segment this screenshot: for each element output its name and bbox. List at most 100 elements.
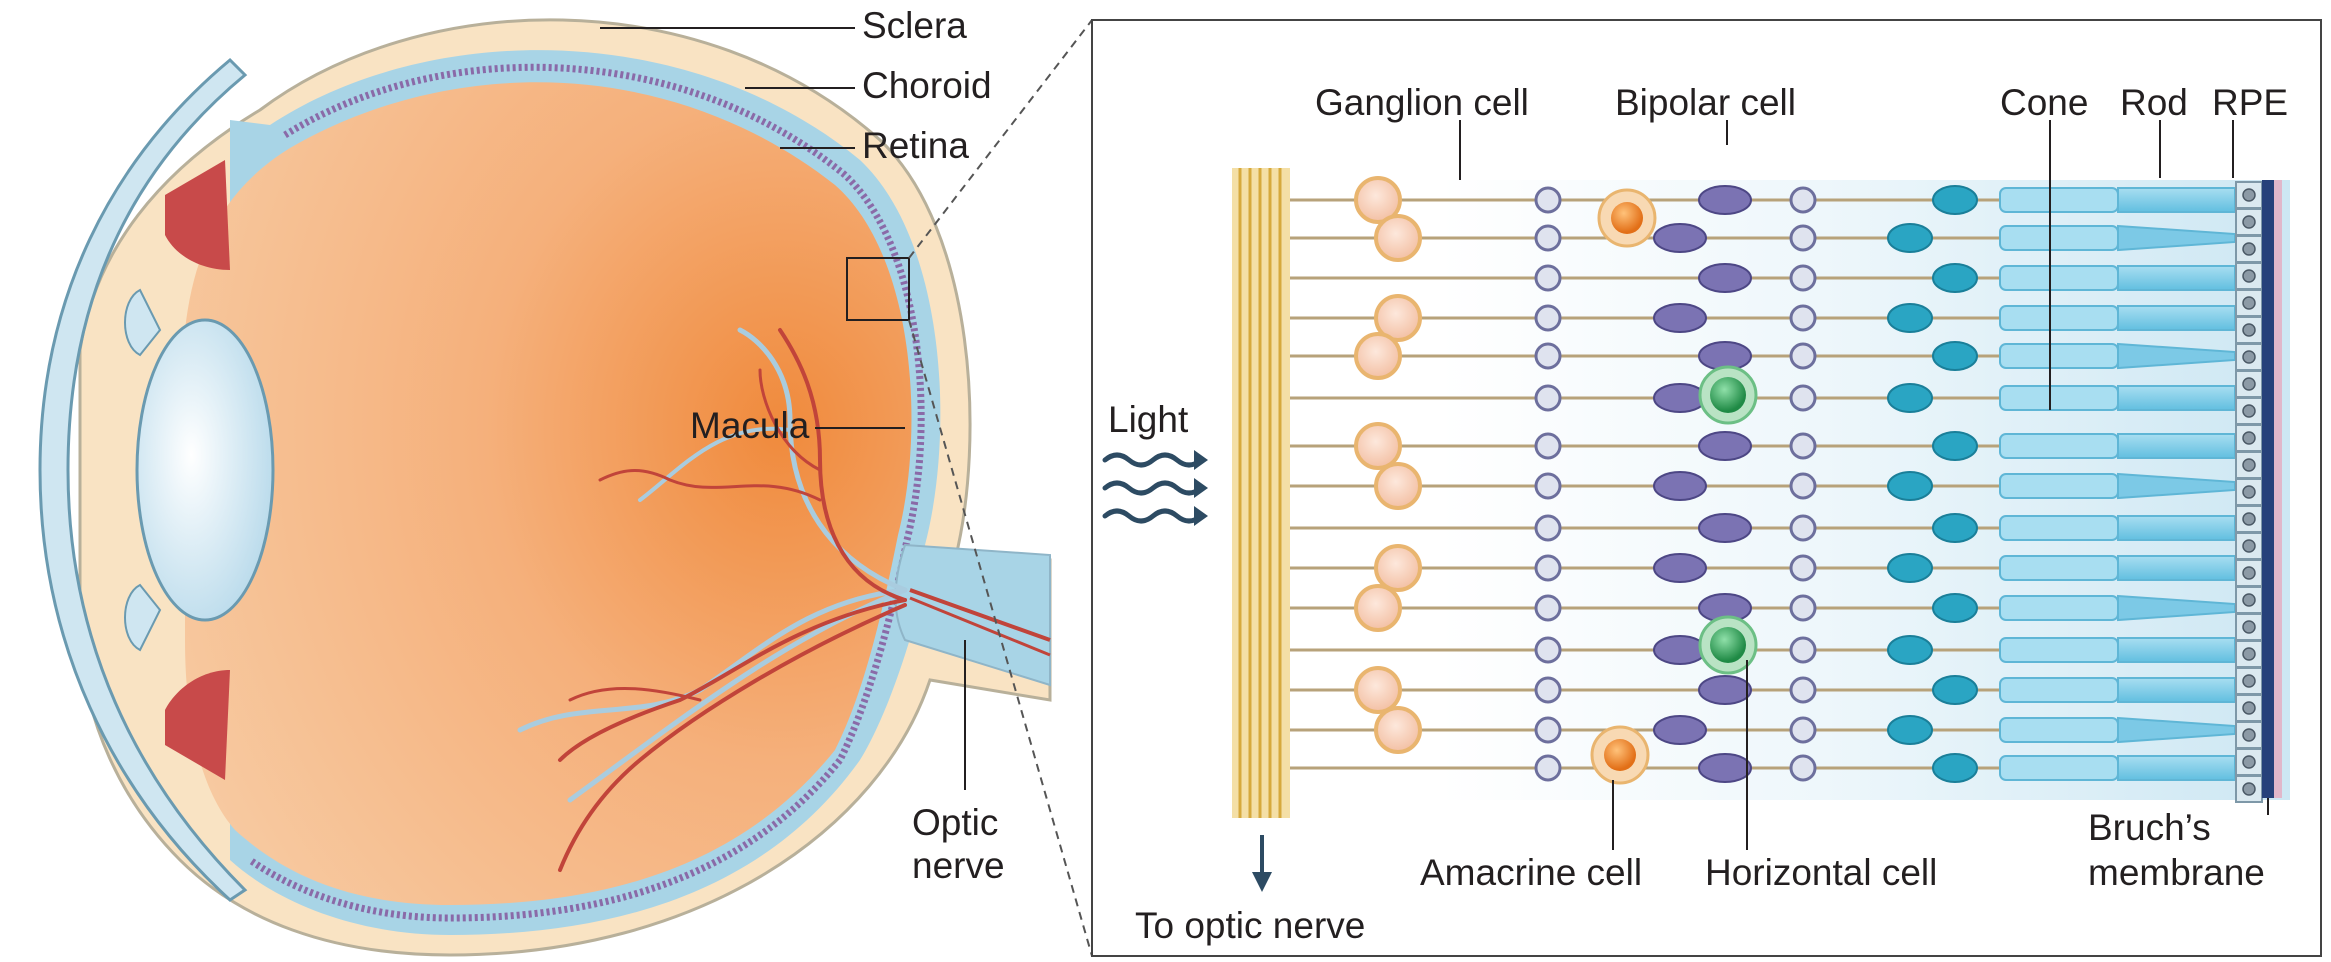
photoreceptor-nucleus	[1888, 554, 1932, 582]
synapse	[1536, 306, 1560, 330]
cone-inner-segment	[2000, 266, 2118, 290]
synapse	[1791, 718, 1815, 742]
horizontal-cell-nucleus	[1710, 377, 1746, 413]
synapse	[1536, 596, 1560, 620]
rpe-nucleus	[2243, 594, 2255, 606]
synapse	[1791, 516, 1815, 540]
synapse	[1791, 344, 1815, 368]
rpe-nucleus	[2243, 324, 2255, 336]
rod-outer-segment	[2118, 188, 2235, 212]
bipolar-cell	[1654, 384, 1706, 412]
photoreceptor-nucleus	[1933, 186, 1977, 214]
label-bipolar-cell: Bipolar cell	[1615, 82, 1796, 123]
synapse	[1536, 678, 1560, 702]
synapse	[1536, 474, 1560, 498]
label-macula: Macula	[690, 405, 810, 446]
rod-outer-segment	[2118, 638, 2235, 662]
rpe-nucleus	[2243, 297, 2255, 309]
bipolar-cell	[1654, 554, 1706, 582]
label-bruchs-membrane-line1: Bruch’s	[2088, 807, 2211, 848]
ganglion-cell	[1356, 668, 1400, 712]
label-amacrine-cell: Amacrine cell	[1420, 852, 1642, 893]
rpe-nucleus	[2243, 270, 2255, 282]
photoreceptor-nucleus	[1933, 514, 1977, 542]
photoreceptor-nucleus	[1888, 224, 1932, 252]
ganglion-cell	[1376, 464, 1420, 508]
synapse	[1791, 474, 1815, 498]
photoreceptor-nucleus	[1933, 432, 1977, 460]
ganglion-cell	[1376, 708, 1420, 752]
synapse	[1791, 434, 1815, 458]
rpe-nucleus	[2243, 351, 2255, 363]
rpe-nucleus	[2243, 756, 2255, 768]
rod-inner-segment	[2000, 344, 2118, 368]
rpe-nucleus	[2243, 567, 2255, 579]
synapse	[1791, 188, 1815, 212]
ganglion-cell	[1356, 424, 1400, 468]
bipolar-cell	[1654, 472, 1706, 500]
synapse	[1791, 226, 1815, 250]
cone-inner-segment	[2000, 188, 2118, 212]
bipolar-cell	[1699, 676, 1751, 704]
rod-outer-segment	[2118, 678, 2235, 702]
label-rod: Rod	[2120, 82, 2188, 123]
photoreceptor-nucleus	[1888, 304, 1932, 332]
synapse	[1791, 556, 1815, 580]
rpe-nucleus	[2243, 486, 2255, 498]
ganglion-cell	[1356, 334, 1400, 378]
label-optic-nerve-line1: Optic	[912, 802, 998, 843]
photoreceptor-nucleus	[1933, 342, 1977, 370]
rpe-nucleus	[2243, 729, 2255, 741]
rod-outer-segment	[2118, 386, 2235, 410]
rpe-nucleus	[2243, 783, 2255, 795]
synapse	[1791, 756, 1815, 780]
rod-inner-segment	[2000, 474, 2118, 498]
bipolar-cell	[1699, 186, 1751, 214]
rpe-nucleus	[2243, 675, 2255, 687]
synapse	[1536, 434, 1560, 458]
label-to-optic-nerve: To optic nerve	[1135, 905, 1365, 946]
rod-inner-segment	[2000, 718, 2118, 742]
horizontal-cell-nucleus	[1710, 627, 1746, 663]
photoreceptor-nucleus	[1888, 472, 1932, 500]
synapse	[1536, 556, 1560, 580]
label-retina: Retina	[862, 125, 969, 166]
label-bruchs-membrane-line2: membrane	[2088, 852, 2265, 893]
bipolar-cell	[1654, 636, 1706, 664]
synapse	[1536, 638, 1560, 662]
retina-detail-panel: Ganglion cell Bipolar cell Cone Rod RPE …	[1092, 20, 2321, 956]
photoreceptor-nucleus	[1933, 594, 1977, 622]
label-sclera: Sclera	[862, 5, 967, 46]
label-horizontal-cell: Horizontal cell	[1705, 852, 1937, 893]
bipolar-cell	[1654, 716, 1706, 744]
rod-inner-segment	[2000, 226, 2118, 250]
label-choroid: Choroid	[862, 65, 992, 106]
rpe-nucleus	[2243, 621, 2255, 633]
bipolar-cell	[1699, 432, 1751, 460]
rod-outer-segment	[2118, 516, 2235, 540]
photoreceptor-nucleus	[1888, 716, 1932, 744]
synapse	[1536, 756, 1560, 780]
label-optic-nerve-line2: nerve	[912, 845, 1005, 886]
synapse	[1791, 266, 1815, 290]
bipolar-cell	[1654, 304, 1706, 332]
label-light: Light	[1108, 399, 1189, 440]
rod-outer-segment	[2118, 756, 2235, 780]
synapse	[1791, 386, 1815, 410]
cone-inner-segment	[2000, 556, 2118, 580]
rpe-nucleus	[2243, 189, 2255, 201]
rpe-nucleus	[2243, 432, 2255, 444]
cone-inner-segment	[2000, 756, 2118, 780]
synapse	[1536, 266, 1560, 290]
amacrine-cell-nucleus	[1604, 739, 1636, 771]
synapse	[1536, 344, 1560, 368]
rod-outer-segment	[2118, 266, 2235, 290]
rpe-nucleus	[2243, 459, 2255, 471]
synapse	[1536, 226, 1560, 250]
amacrine-cell-nucleus	[1611, 202, 1643, 234]
rod-outer-segment	[2118, 306, 2235, 330]
label-rpe: RPE	[2212, 82, 2288, 123]
synapse	[1791, 678, 1815, 702]
bipolar-cell	[1699, 754, 1751, 782]
cone-inner-segment	[2000, 306, 2118, 330]
